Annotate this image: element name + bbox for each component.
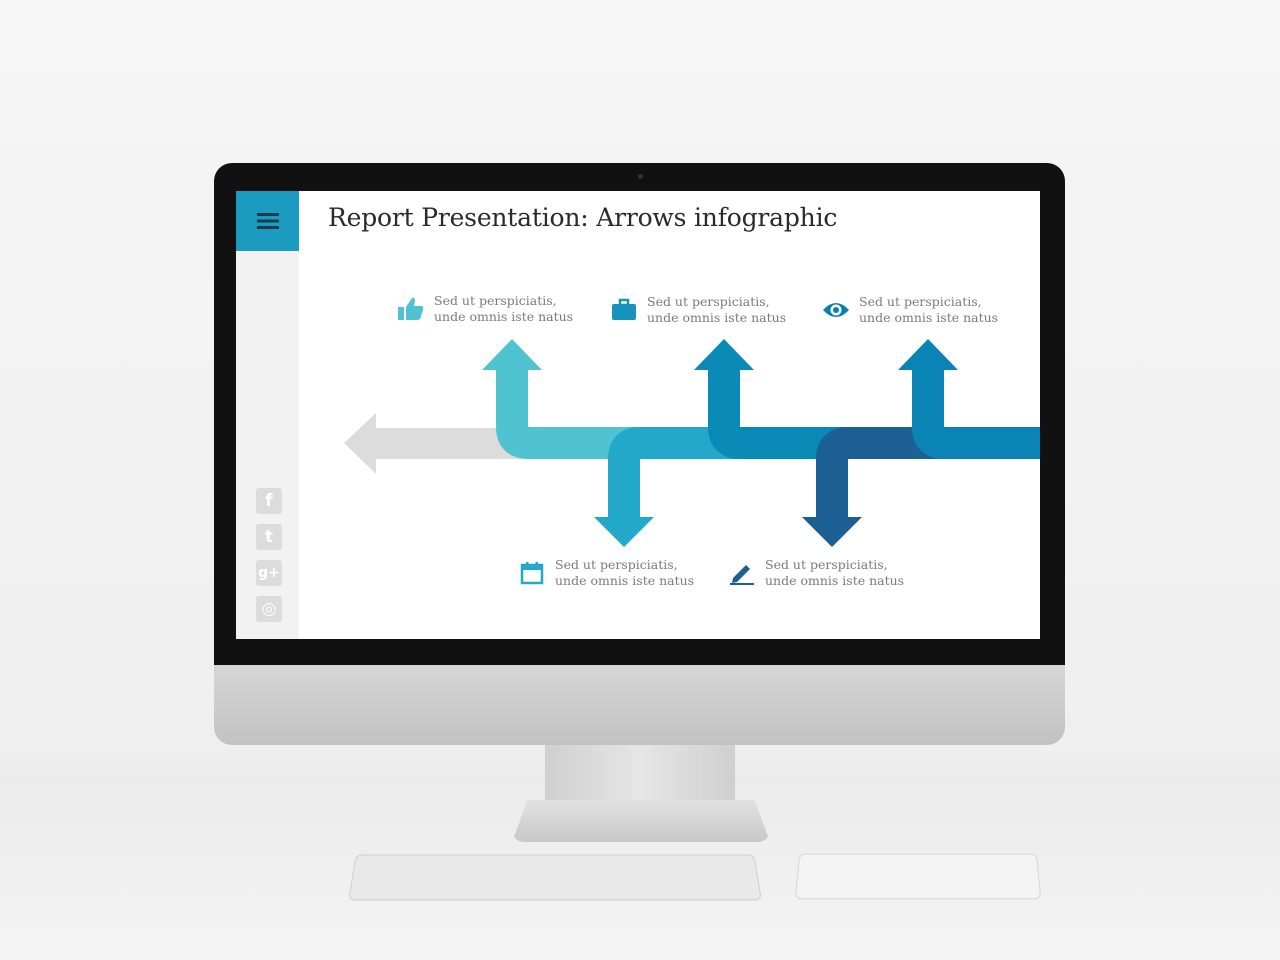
arrow-2-down (608, 427, 776, 517)
gray-left-arrow (344, 413, 536, 474)
slide-screen: f t g+ ◎ Report Presentation: Arrows inf… (236, 191, 1040, 639)
info-item-3: Sed ut perspiciatis, unde omnis iste nat… (821, 294, 998, 326)
instagram-icon[interactable]: ◎ (256, 596, 282, 622)
slide-title: Report Presentation: Arrows infographic (328, 203, 838, 232)
eye-icon (821, 295, 851, 325)
arrow-5-up (912, 370, 1040, 459)
arrow-3-head (694, 339, 754, 370)
webcam (638, 174, 643, 179)
thumbs-up-icon (396, 294, 426, 324)
arrow-1-head (482, 339, 542, 370)
info-item-3-line2: unde omnis iste natus (859, 310, 999, 325)
info-item-5-line1: Sed ut perspiciatis, (765, 557, 888, 572)
arrow-4-down (816, 427, 976, 517)
facebook-icon[interactable]: f (256, 488, 282, 514)
arrow-3-up (708, 370, 876, 459)
trackpad (794, 853, 1042, 900)
info-item-5: Sed ut perspiciatis, unde omnis iste nat… (727, 557, 904, 589)
info-item-4-line2: unde omnis iste natus (555, 573, 695, 588)
info-item-5-line2: unde omnis iste natus (765, 573, 905, 588)
info-item-1: Sed ut perspiciatis, unde omnis iste nat… (396, 293, 573, 325)
info-item-1-line1: Sed ut perspiciatis, (434, 293, 557, 308)
calendar-icon (517, 558, 547, 588)
info-item-1-line2: unde omnis iste natus (434, 309, 574, 324)
info-item-2-line1: Sed ut perspiciatis, (647, 294, 770, 309)
arrow-5-head (898, 339, 958, 370)
monitor-chin (214, 665, 1065, 745)
info-item-2-line2: unde omnis iste natus (647, 310, 787, 325)
sidebar: f t g+ ◎ (236, 191, 299, 639)
arrow-1-up (496, 370, 656, 459)
keyboard (348, 854, 762, 901)
monitor-stand-base (512, 800, 770, 842)
info-item-3-line1: Sed ut perspiciatis, (859, 294, 982, 309)
arrow-2-head (594, 517, 654, 547)
info-item-4-line1: Sed ut perspiciatis, (555, 557, 678, 572)
arrows-infographic (344, 339, 1040, 547)
hamburger-menu-icon[interactable] (236, 191, 299, 251)
google-plus-icon[interactable]: g+ (256, 560, 282, 586)
info-item-4: Sed ut perspiciatis, unde omnis iste nat… (517, 557, 694, 589)
info-item-2: Sed ut perspiciatis, unde omnis iste nat… (609, 294, 786, 326)
pencil-icon (727, 558, 757, 588)
arrow-4-head (802, 517, 862, 547)
briefcase-icon (609, 295, 639, 325)
twitter-icon[interactable]: t (256, 524, 282, 550)
